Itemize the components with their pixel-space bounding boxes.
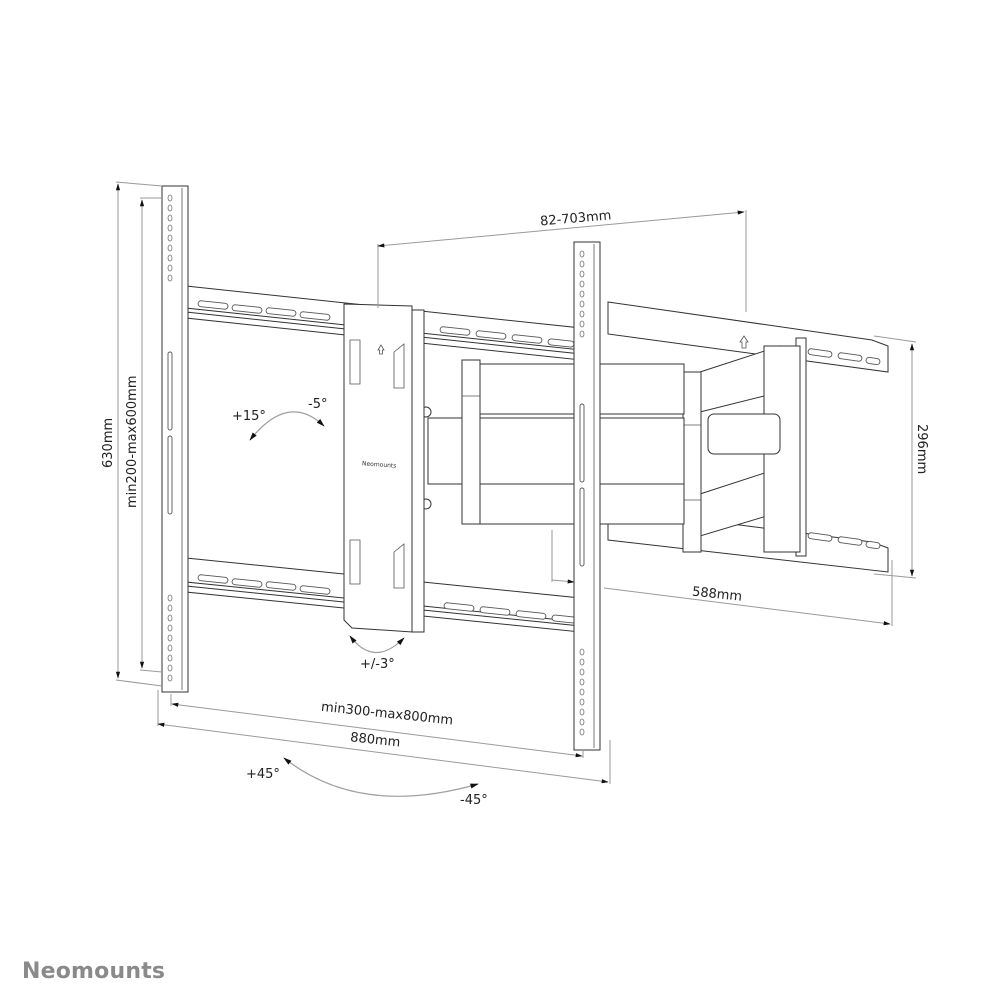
label-vesa-width: min300-max800mm [320,700,453,729]
wall-plate-slots-bottom [807,532,881,550]
tv-strip-left [161,185,189,693]
plate-logo: Neomounts [362,460,397,469]
mounting-holes-right-bottom [579,648,585,736]
wall-plate-slots-top [807,348,881,366]
brand-logo: Neomounts [22,959,166,984]
mounting-holes-left-bottom [167,594,173,682]
tv-strip-right [573,241,601,751]
articulating-arms [420,345,801,553]
label-swivel-left: +45° [246,767,280,782]
label-wall-plate-height: 296mm [914,424,929,474]
center-adapter-plate: Neomounts [343,303,425,633]
label-total-width: 880mm [350,730,401,750]
label-level-adjust: +/-3° [360,657,395,672]
mounting-holes-left-top [167,194,173,282]
label-total-height: 630mm [101,418,116,468]
label-wall-plate-width: 588mm [691,585,742,605]
mounting-holes-right-top [579,250,585,338]
label-arm-extension: 82-703mm [540,208,612,229]
label-swivel-right: -45° [460,793,488,808]
dimension-lines [115,181,917,784]
label-vesa-height: min200-max600mm [125,376,140,508]
label-tilt-down: -5° [308,397,327,412]
angle-arcs [249,411,479,797]
label-tilt-up: +15° [232,409,266,424]
